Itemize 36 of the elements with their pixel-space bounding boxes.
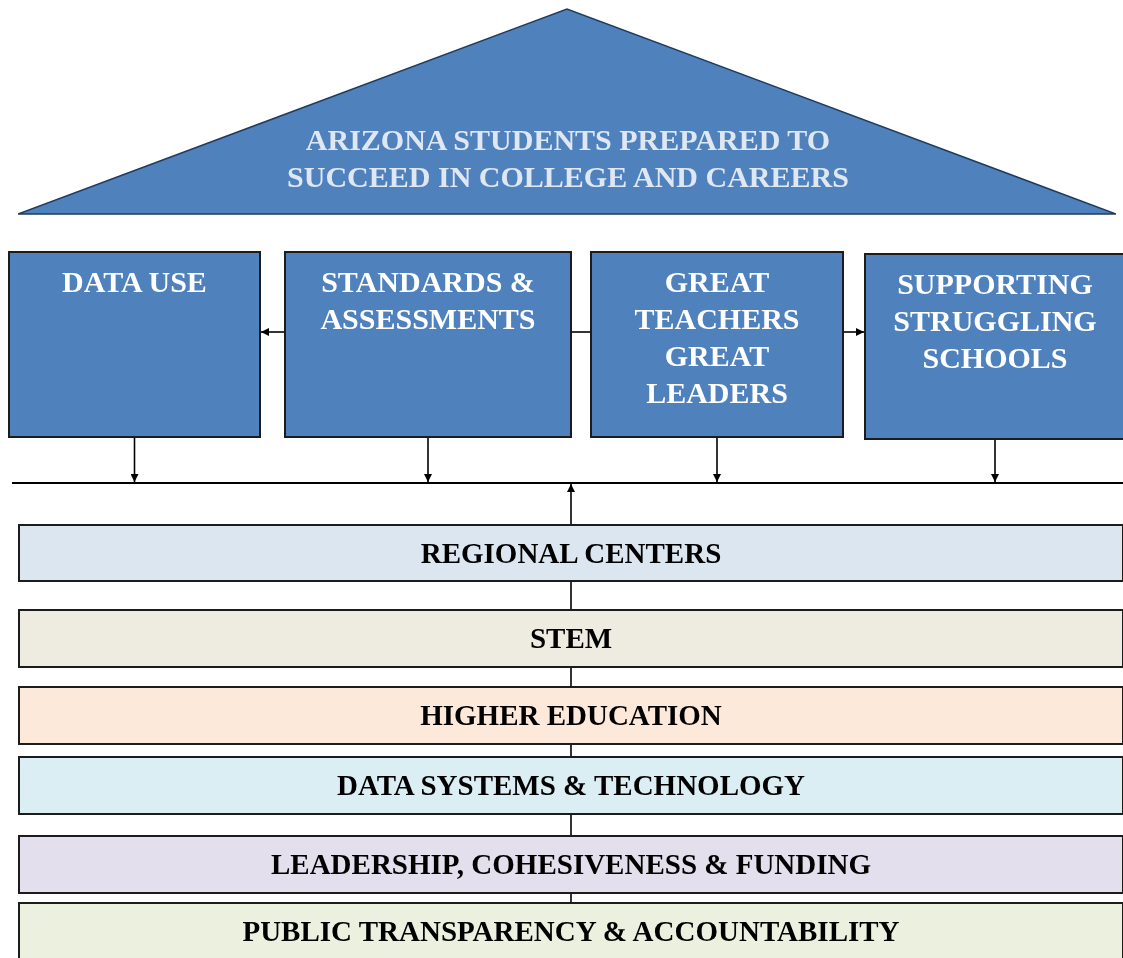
pillar-label: DATA USE [61, 264, 208, 300]
pillar-box [8, 251, 261, 438]
connector-line [570, 581, 572, 610]
layer-band [18, 756, 1123, 815]
band-label: DATA SYSTEMS & TECHNOLOGY [335, 768, 807, 803]
band-label: REGIONAL CENTERS [419, 536, 723, 571]
pillar-label: GREAT TEACHERS GREAT LEADERS [633, 264, 801, 411]
layer-band [18, 902, 1123, 958]
connector-line [570, 667, 572, 687]
horizontal-rule [12, 482, 1123, 484]
band-label: PUBLIC TRANSPARENCY & ACCOUNTABILITY [241, 914, 901, 949]
connector-line [571, 331, 591, 333]
layer-band [18, 524, 1123, 582]
arrow [991, 439, 999, 483]
arrow [567, 483, 575, 525]
arrow [713, 437, 721, 483]
arrow [424, 437, 432, 483]
roof-triangle [18, 8, 1116, 215]
connector-line [570, 814, 572, 836]
pillar-box [284, 251, 572, 438]
arrow [260, 328, 285, 336]
arrow [130, 437, 139, 483]
connector-line [570, 744, 572, 757]
band-label: LEADERSHIP, COHESIVENESS & FUNDING [270, 847, 872, 882]
pillar-label: SUPPORTING STRUGGLING SCHOOLS [892, 266, 1098, 376]
pillar-box [864, 253, 1123, 440]
layer-band [18, 686, 1123, 745]
layer-band [18, 835, 1123, 894]
band-label: HIGHER EDUCATION [419, 698, 723, 733]
pillar-box [590, 251, 844, 438]
band-label: STEM [528, 621, 614, 656]
arrow [843, 328, 865, 336]
connector-line [570, 893, 572, 903]
pillar-label: STANDARDS & ASSESSMENTS [319, 264, 537, 337]
layer-band [18, 609, 1123, 668]
roof-title: ARIZONA STUDENTS PREPARED TO SUCCEED IN COLLEGE AND CAREERS [286, 122, 850, 195]
